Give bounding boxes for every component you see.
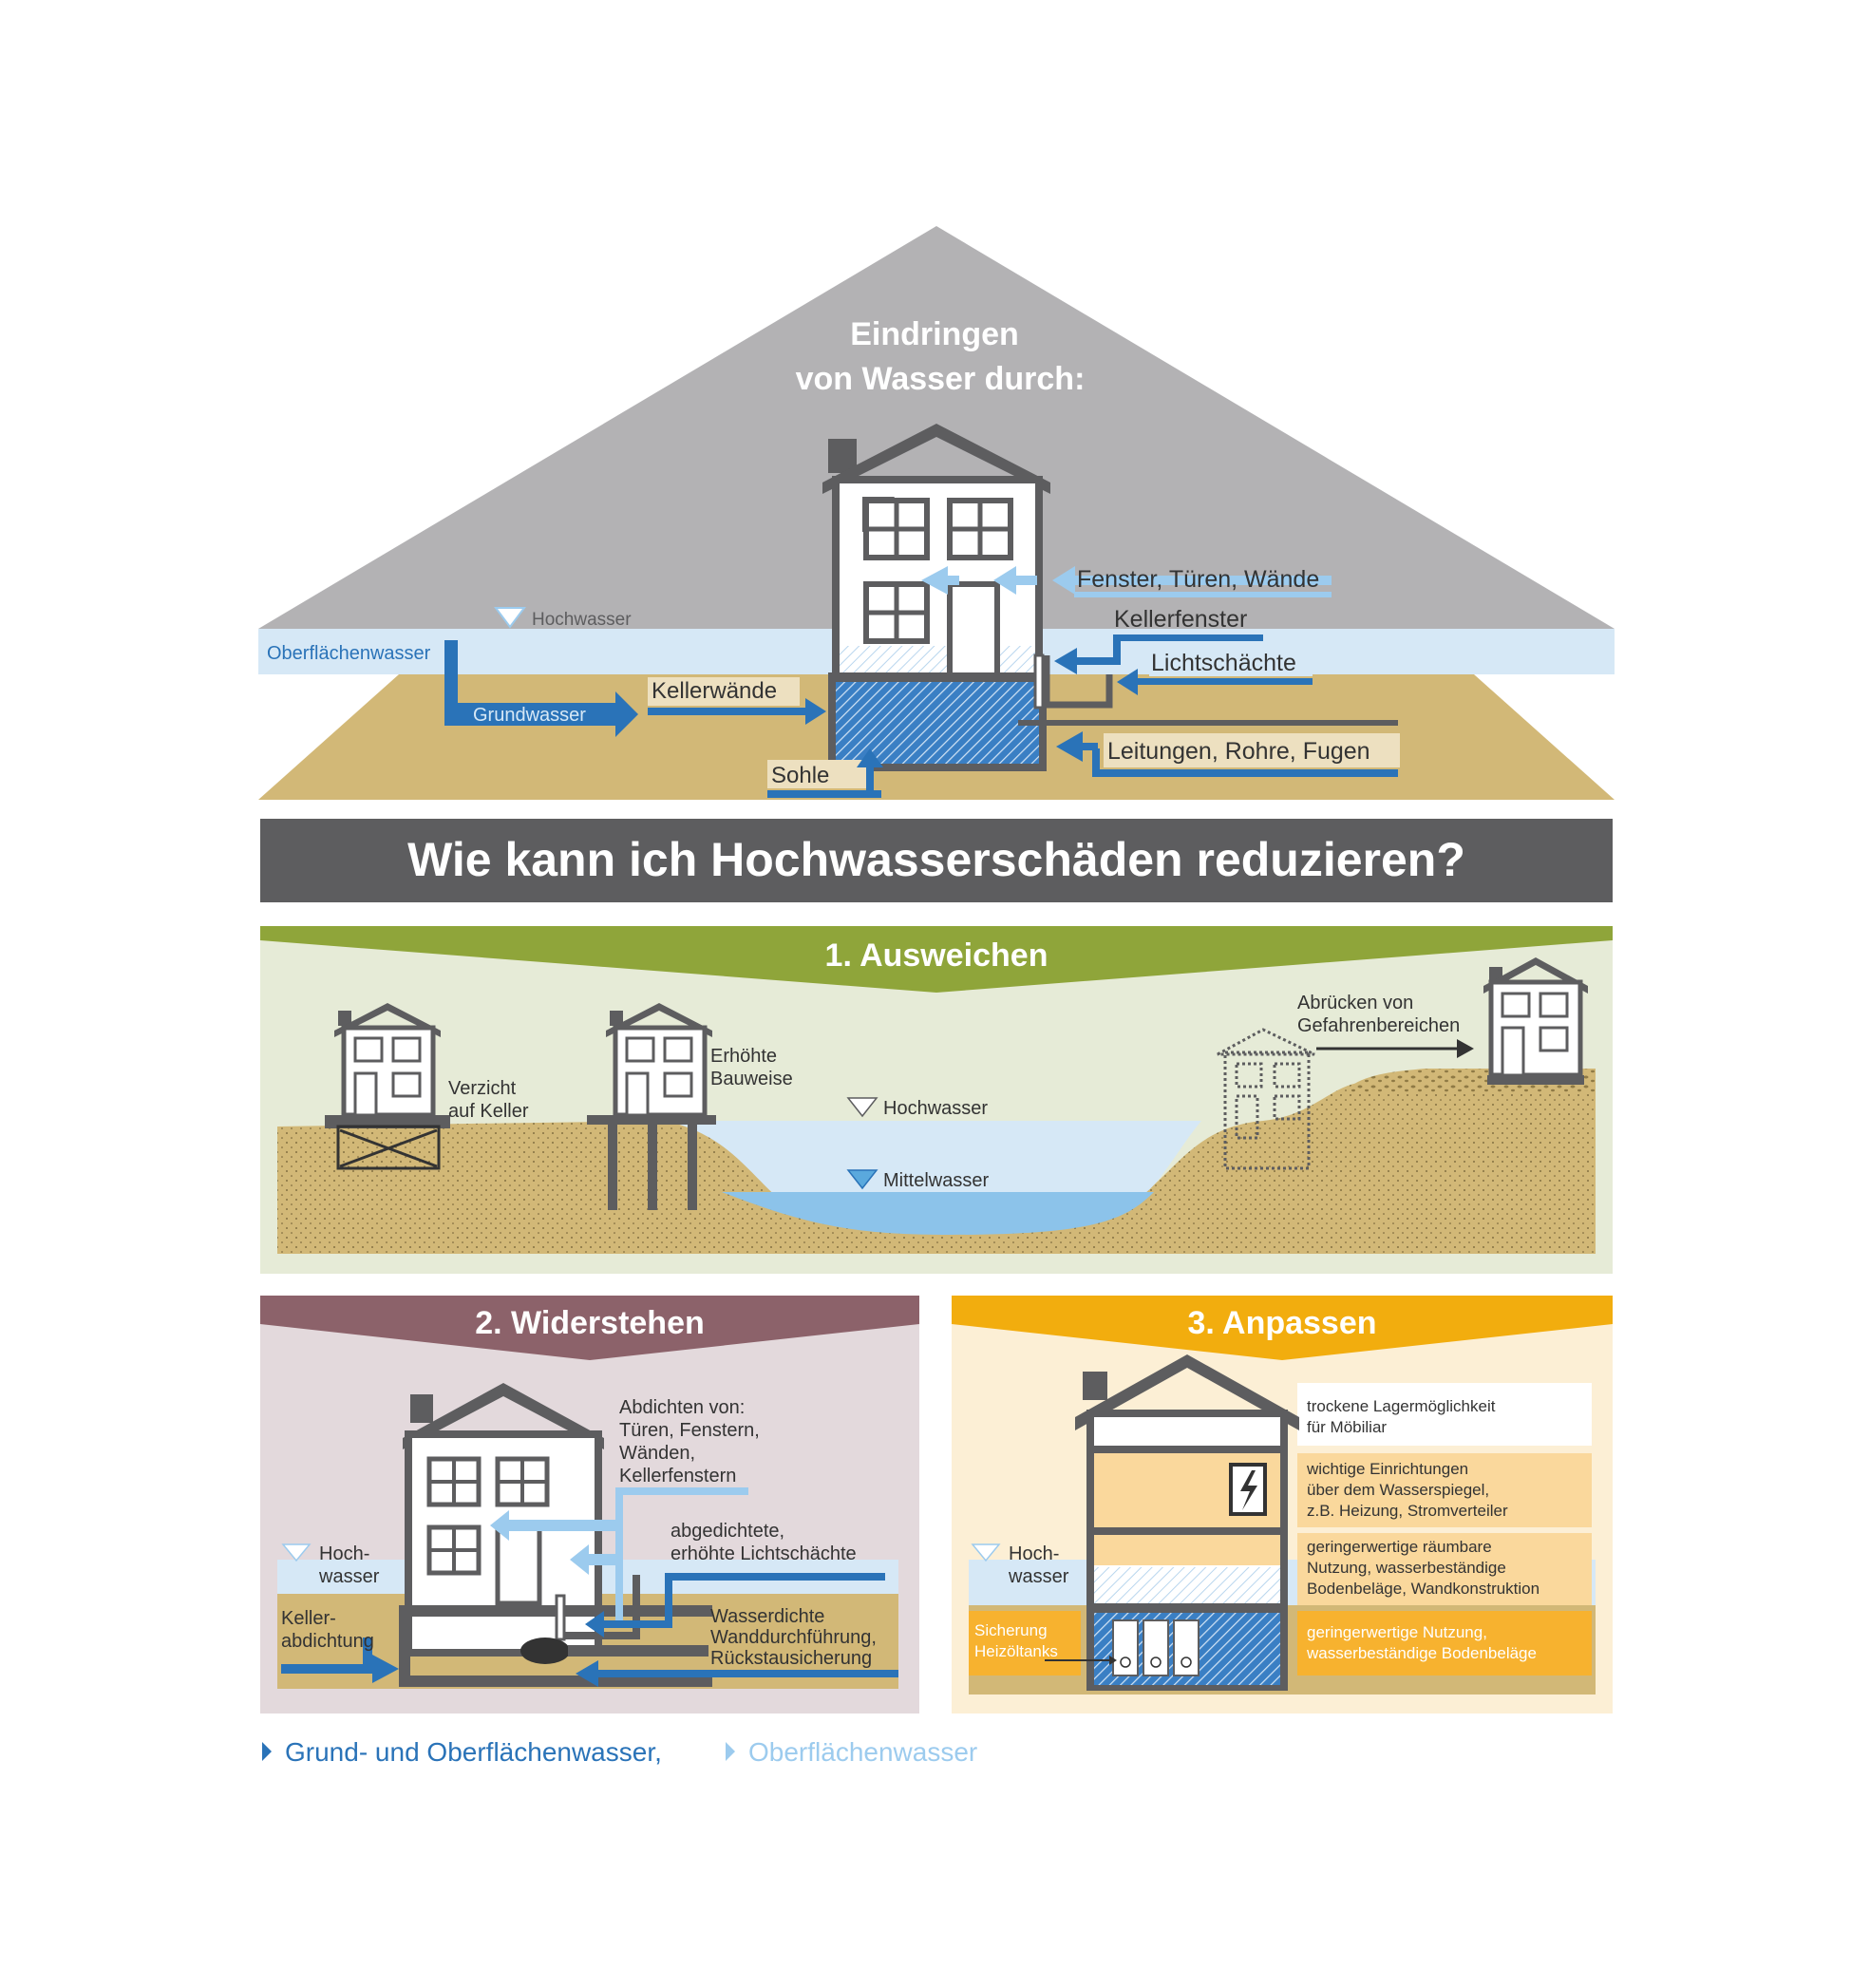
hochwasser-marker-icon [494,607,526,629]
wand-label-3: Rückstausicherung [710,1648,872,1669]
abdichten-label-4: Kellerfenstern [619,1466,736,1486]
widerstehen-hoch-label-2: wasser [318,1566,380,1587]
anpassen-row4-2: wasserbeständige Bodenbeläge [1306,1644,1537,1662]
anpassen-row4-1: geringerwertige Nutzung, [1307,1623,1487,1641]
question-banner [260,819,1613,902]
kellerwaende-label: Kellerwände [652,678,777,704]
licht-label-1: abgedichtete, [671,1521,784,1542]
ausweichen-header [260,926,1613,993]
erhoehte-label-1: Erhöhte [710,1046,777,1067]
anpassen-row3-2: Nutzung, wasserbeständige [1307,1559,1506,1577]
widerstehen-hochwasser-marker-icon [281,1543,312,1562]
widerstehen-header [260,1296,919,1360]
wand-label-2: Wanddurchführung, [710,1627,877,1648]
anpassen-hoch-label-1: Hoch- [1009,1543,1059,1564]
oberflaechenwasser-label: Oberflächenwasser [267,643,431,664]
top-title-1: Eindringen [850,316,1019,352]
mittelwasser-marker-icon [846,1169,878,1190]
question-text: Wie kann ich Hochwasserschäden reduziere… [407,833,1465,886]
ausweichen-section: 1. Ausweichen Verzicht auf Keller [260,926,1613,1274]
licht-label-2: erhöhte Lichtschächte [671,1543,857,1564]
grundwasser-label: Grundwasser [473,705,586,726]
leitungen-label: Leitungen, Rohre, Fugen [1107,738,1370,765]
keller-label-1: Keller- [281,1608,336,1629]
ausweichen-ground [277,1083,1596,1254]
anpassen-row3-1: geringerwertige räumbare [1307,1538,1492,1556]
lichtschaechte-label: Lichtschächte [1151,650,1296,676]
legend-item-2: Oberflächenwasser [748,1737,977,1767]
abruecken-label-1: Abrücken von [1297,993,1413,1013]
widerstehen-dark-arrows [281,1573,898,1687]
widerstehen-title: 2. Widerstehen [475,1305,705,1341]
anpassen-row2-3: z.B. Heizung, Stromverteiler [1307,1502,1508,1520]
anpassen-section: 3. Anpassen [952,1296,1613,1713]
anpassen-row2-1: wichtige Einrichtungen [1306,1460,1468,1478]
legend-dark-blue-icon [262,1742,272,1761]
sicherung-label-1: Sicherung [974,1621,1048,1639]
legend: Grund- und Oberflächenwasser, Oberfläche… [262,1737,977,1767]
ausweichen-hochwasser-marker-icon [846,1097,878,1118]
keller-label-2: abdichtung [281,1631,374,1652]
rueckstau-valve-icon [520,1638,570,1664]
ausweichen-hochwasser-label: Hochwasser [883,1098,988,1119]
erhoehte-house [587,1003,716,1210]
ausweichen-title: 1. Ausweichen [825,937,1048,974]
top-section: Eindringen von Wasser durch: Hochwasser [258,226,1615,800]
abdichten-label-2: Türen, Fenstern, [619,1420,760,1441]
top-title-2: von Wasser durch: [796,361,1086,397]
anpassen-title: 3. Anpassen [1187,1305,1376,1341]
stromverteiler-icon [1229,1463,1267,1516]
legend-item-1: Grund- und Oberflächenwasser, [285,1737,662,1767]
mittelwasser-label: Mittelwasser [883,1170,989,1191]
top-hochwasser-label: Hochwasser [532,610,632,630]
ausweichen-mittelwasser-area [722,1192,1154,1235]
dashed-house [1217,1028,1315,1170]
anpassen-row1-2: für Möbiliar [1307,1418,1387,1436]
anpassen-header [952,1296,1613,1360]
verzicht-label-1: Verzicht [448,1078,517,1099]
verzicht-house [325,1003,450,1170]
abdichten-label-3: Wänden, [619,1443,695,1464]
legend-light-blue-icon [726,1742,735,1761]
anpassen-hochwasser-marker-icon [971,1543,1001,1562]
anpassen-row3-3: Bodenbeläge, Wandkonstruktion [1307,1580,1539,1598]
anpassen-hoch-label-2: wasser [1008,1566,1069,1587]
erhoehte-label-2: Bauweise [710,1069,793,1089]
widerstehen-hoch-label-1: Hoch- [319,1543,369,1564]
fenster-label: Fenster, Türen, Wände [1077,566,1319,593]
anpassen-house [1045,1354,1299,1691]
sohle-label: Sohle [771,763,829,788]
widerstehen-house [399,1383,712,1687]
verzicht-label-2: auf Keller [448,1101,529,1122]
sicherung-label-2: Heizöltanks [974,1642,1058,1660]
abruecken-house [1483,957,1588,1085]
widerstehen-section: 2. Widerstehen [260,1296,919,1713]
abdichten-label-1: Abdichten von: [619,1397,745,1418]
anpassen-row1-1: trockene Lagermöglichkeit [1307,1397,1496,1415]
heizoeltank-icon [1112,1619,1199,1676]
kellerfenster-label: Kellerfenster [1114,606,1247,633]
top-arrows: Oberflächenwasser Grundwasser Kellerwänd… [262,566,1400,798]
widerstehen-light-arrows [490,1487,748,1620]
wand-label-1: Wasserdichte [710,1606,824,1627]
abruecken-label-2: Gefahrenbereichen [1297,1015,1460,1036]
anpassen-row2-2: über dem Wasserspiegel, [1307,1481,1489,1499]
